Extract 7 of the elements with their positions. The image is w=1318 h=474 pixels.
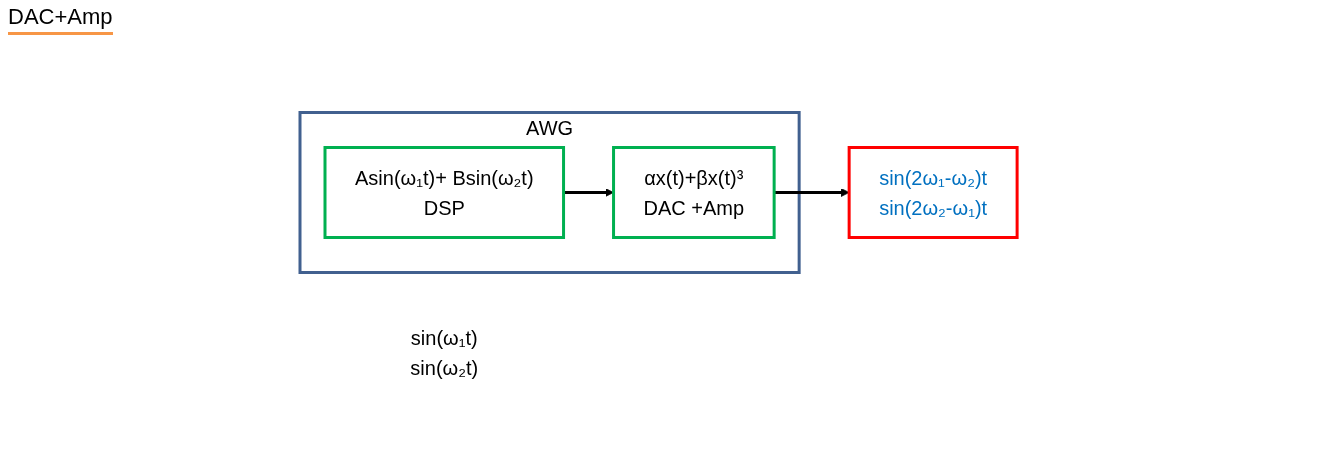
node-label: sin(ω₂t) [410,356,479,379]
node-box: sin(2ω₁-ω₂)t sin(2ω₂-ω₁)t [848,146,1020,239]
arrow [774,188,850,197]
node-box: αx(t)+βx(t)³ DAC +Amp [612,146,777,239]
node-label: sin(ω₁t) [411,326,479,349]
heading-text: DAC+Amp [8,4,113,35]
node-box: Asin(ω₁t)+ Bsin(ω₂t) DSP [323,146,566,239]
